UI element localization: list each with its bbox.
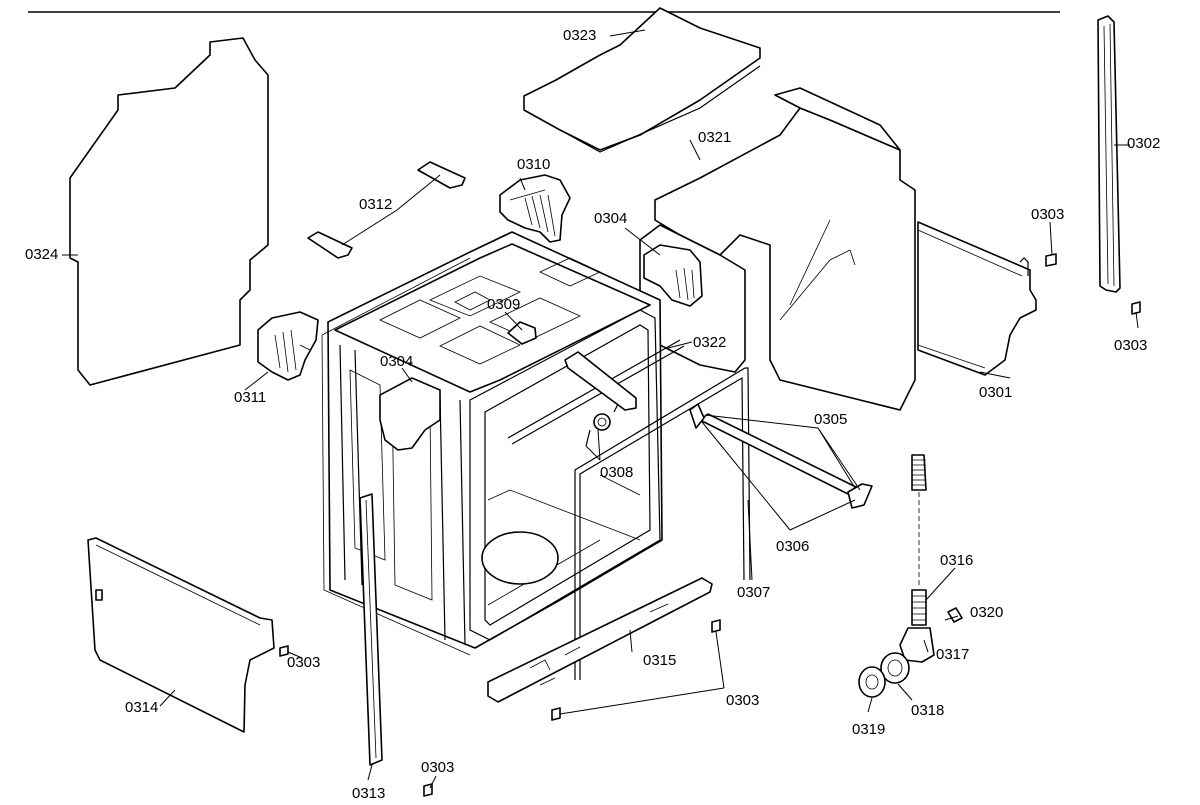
kick-panel-0314-slot	[95, 589, 103, 601]
label-0324: 0324	[25, 246, 59, 263]
rear-panel-0301-edge	[917, 229, 1023, 369]
hinge-plate-0312-upper	[417, 161, 466, 189]
tub-top-face	[334, 243, 651, 393]
label-0314: 0314	[125, 699, 159, 716]
ring-0318-inner	[887, 659, 903, 677]
door-seal-0307-inner	[579, 376, 745, 680]
drain-hose-0316-lower	[911, 589, 927, 626]
label-0317: 0317	[936, 646, 970, 663]
label-0310: 0310	[517, 156, 551, 173]
label-0322: 0322	[693, 334, 727, 351]
hinge-bracket-0308-hole2	[597, 417, 607, 427]
label-0308: 0308	[600, 464, 634, 481]
screw-0303-right-a	[1045, 253, 1057, 267]
tub-top-recesses	[379, 257, 601, 365]
label-0320: 0320	[970, 604, 1004, 621]
side-panel-0324	[69, 37, 269, 386]
screw-0303-bottom-a	[711, 619, 721, 633]
label-0304-right: 0304	[594, 210, 628, 227]
hinge-bracket-0308-hole	[593, 413, 611, 431]
label-0303-far-right: 0303	[1114, 337, 1148, 354]
rear-panel-0301-tab	[1019, 257, 1029, 276]
cap-0319-inner	[865, 674, 879, 690]
label-0303-front: 0303	[421, 759, 455, 776]
bracket-0311-fins	[274, 329, 311, 373]
label-0313: 0313	[352, 785, 386, 802]
label-0304-left: 0304	[380, 353, 414, 370]
bracket-0304-left	[379, 377, 441, 451]
bottom-bracket-0315-tabs	[529, 603, 669, 686]
cap-0319	[858, 666, 886, 698]
label-0303-bottom: 0303	[726, 692, 760, 709]
rail-0305-clip-right	[847, 483, 873, 509]
screw-0303-kick	[279, 645, 289, 657]
bracket-0311	[257, 311, 319, 381]
bracket-0310-fins	[509, 189, 556, 237]
label-0309: 0309	[487, 296, 521, 313]
bracket-0304-right-fins	[675, 267, 695, 301]
leader-lines	[62, 29, 1139, 789]
front-strip-0313-groove	[365, 499, 377, 759]
drain-hose-0316-ribs	[912, 459, 926, 486]
tub-door-frame	[469, 309, 661, 641]
label-0306: 0306	[776, 538, 810, 555]
kick-panel-0314-edge	[95, 544, 261, 626]
screw-0303-right-b	[1131, 301, 1141, 315]
label-0312: 0312	[359, 196, 393, 213]
label-0319: 0319	[852, 721, 886, 738]
tub-sump-opening	[481, 531, 559, 585]
elbow-fitting-0317	[899, 627, 935, 663]
label-0315: 0315	[643, 652, 677, 669]
label-0311: 0311	[234, 389, 267, 406]
label-0316: 0316	[940, 552, 974, 569]
label-0323: 0323	[563, 27, 597, 44]
top-plate-0323-edge	[523, 65, 761, 153]
side-strip-0302	[1097, 15, 1121, 293]
label-0301: 0301	[979, 384, 1013, 401]
hinge-bracket-0308-hook	[585, 403, 619, 447]
ring-0318	[880, 652, 910, 684]
label-0303-kick: 0303	[287, 654, 321, 671]
tub-seal	[321, 257, 471, 656]
drain-hose-0316-lower-ribs	[912, 595, 926, 621]
hinge-bracket-0308	[564, 351, 637, 411]
bracket-0304-right	[643, 244, 703, 307]
hinge-plate-0312-lower	[307, 231, 353, 259]
rail-0305-clip-left	[689, 403, 705, 429]
tub-left-wall	[339, 344, 466, 646]
label-0318: 0318	[911, 702, 945, 719]
label-0305: 0305	[814, 411, 848, 428]
label-0302: 0302	[1127, 135, 1161, 152]
guide-rail-0322	[507, 339, 685, 445]
tub-door-frame-inner	[484, 324, 651, 626]
screw-0303-bottom-b	[551, 707, 561, 721]
insulation-hood-0321-diag	[779, 219, 856, 321]
drain-hose-0316	[911, 454, 927, 491]
side-strip-0302-groove	[1103, 23, 1115, 287]
label-0307: 0307	[737, 584, 771, 601]
kick-panel-0314	[87, 537, 275, 733]
rear-panel-0301	[917, 221, 1037, 376]
label-0321: 0321	[698, 129, 732, 146]
screw-0320	[947, 607, 963, 623]
insulation-hood-0321-rear	[774, 87, 901, 151]
clip-0309	[507, 321, 537, 345]
label-0303-right: 0303	[1031, 206, 1065, 223]
